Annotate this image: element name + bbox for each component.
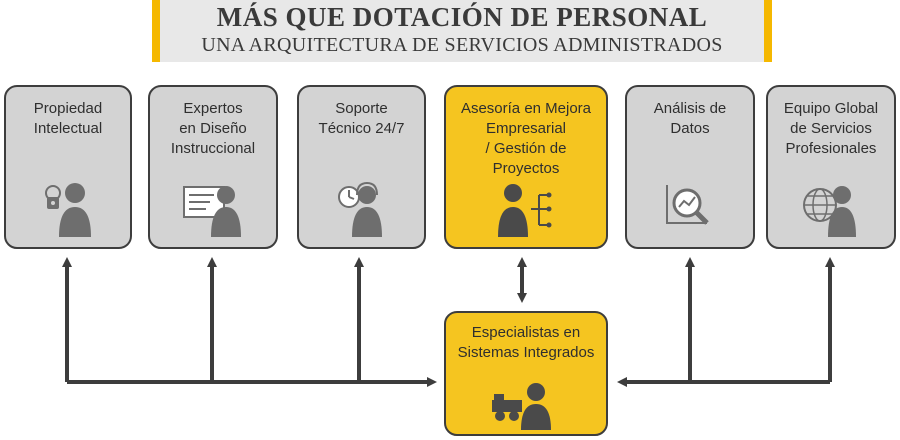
page-subtitle: UNA ARQUITECTURA DE SERVICIOS ADMINISTRA… xyxy=(201,34,723,56)
service-label: Asesoría en Mejora Empresarial / Gestión… xyxy=(460,100,592,177)
page-title: MÁS QUE DOTACIÓN DE PERSONAL xyxy=(216,2,708,32)
header-band xyxy=(152,0,772,62)
service-label: Equipo Global de Servicios Profesionales xyxy=(783,100,879,157)
hierarchy-person-icon xyxy=(446,179,606,239)
systems-person-icon xyxy=(446,380,606,430)
service-box-analisis: Análisis de Datos xyxy=(625,85,755,249)
service-box-soporte: Soporte Técnico 24/7 xyxy=(297,85,426,249)
service-box-expertos: Expertos en Diseño Instruccional xyxy=(148,85,278,249)
clock-headset-person-icon xyxy=(299,179,424,239)
service-label: Análisis de Datos xyxy=(653,100,727,137)
service-box-propiedad: Propiedad Intelectual xyxy=(4,85,132,249)
center-box-especialistas: Especialistas en Sistemas Integrados xyxy=(444,311,608,436)
header-accent-right xyxy=(764,0,772,62)
header-accent-left xyxy=(152,0,160,62)
service-box-equipo: Equipo Global de Servicios Profesionales xyxy=(766,85,896,249)
lock-person-icon xyxy=(6,179,130,239)
service-label: Soporte Técnico 24/7 xyxy=(318,100,405,137)
magnifier-chart-icon xyxy=(627,179,753,239)
globe-person-icon xyxy=(768,179,894,239)
document-person-icon xyxy=(150,179,276,239)
service-label: Expertos en Diseño Instruccional xyxy=(170,100,256,157)
center-label: Especialistas en Sistemas Integrados xyxy=(457,324,595,361)
service-box-asesoria: Asesoría en Mejora Empresarial / Gestión… xyxy=(444,85,608,249)
service-label: Propiedad Intelectual xyxy=(33,100,103,137)
